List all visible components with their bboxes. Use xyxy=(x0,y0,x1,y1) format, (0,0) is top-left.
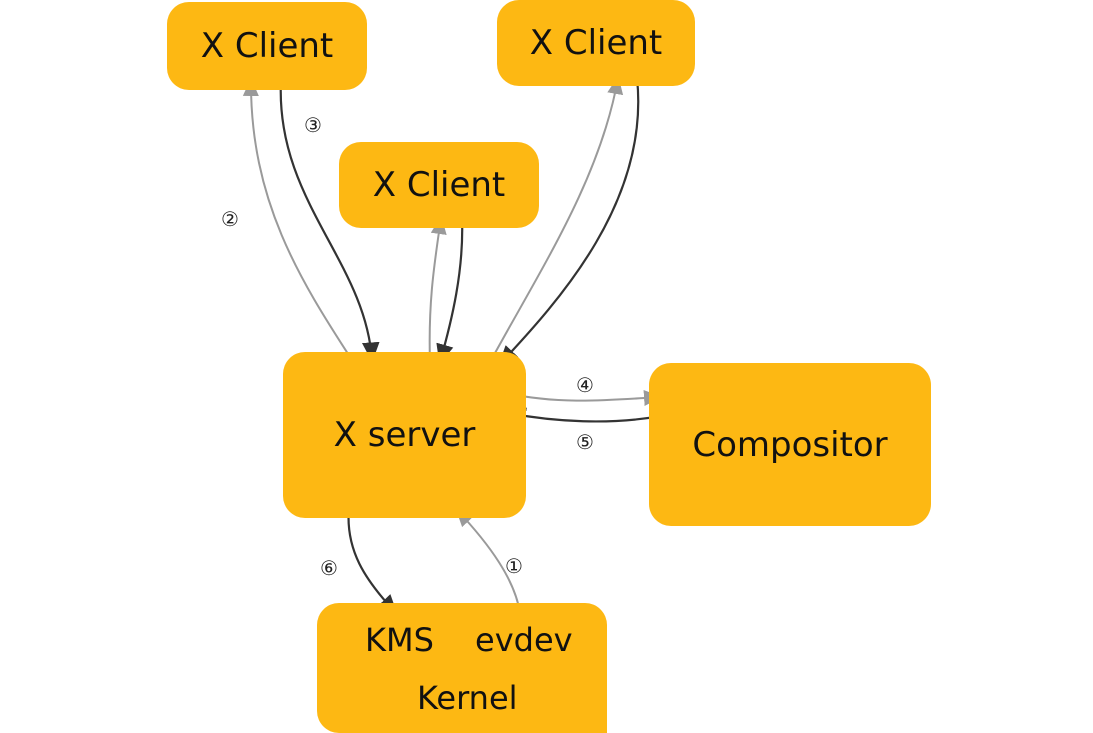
edge-3-client-a-response xyxy=(279,79,380,363)
x-client-node-top-right: X Client xyxy=(497,0,695,86)
kms-label: KMS xyxy=(365,621,434,659)
edge-2-client-a-request xyxy=(242,78,353,361)
x-server-node: X server xyxy=(283,352,526,518)
step-label-2: ② xyxy=(221,207,239,231)
edge-6-xserver-to-kms xyxy=(347,506,398,615)
x-client-label: X Client xyxy=(200,26,334,66)
step-label-6: ⑥ xyxy=(320,556,338,580)
edge-client-b-request xyxy=(488,76,624,365)
x-server-label: X server xyxy=(333,415,476,455)
edge-client-c-response xyxy=(436,217,464,365)
compositor-node: Compositor xyxy=(649,363,931,526)
edge-1-evdev-to-xserver xyxy=(455,508,521,614)
x-client-node-middle: X Client xyxy=(339,142,539,228)
x-client-label: X Client xyxy=(372,165,506,205)
edge-5-compositor-to-xserver xyxy=(505,407,662,425)
x-client-node-top-left: X Client xyxy=(167,2,367,90)
kernel-label: Kernel xyxy=(417,679,518,717)
evdev-label: evdev xyxy=(475,621,573,659)
step-label-3: ③ xyxy=(304,113,322,137)
step-label-4: ④ xyxy=(576,373,594,397)
kernel-node: KMS evdev Kernel xyxy=(317,603,607,733)
step-label-5: ⑤ xyxy=(576,430,594,454)
x-client-label: X Client xyxy=(529,23,663,63)
step-label-1: ① xyxy=(505,554,523,578)
edge-client-c-request xyxy=(428,216,447,363)
compositor-label: Compositor xyxy=(692,424,888,465)
edge-client-b-response xyxy=(498,77,640,366)
